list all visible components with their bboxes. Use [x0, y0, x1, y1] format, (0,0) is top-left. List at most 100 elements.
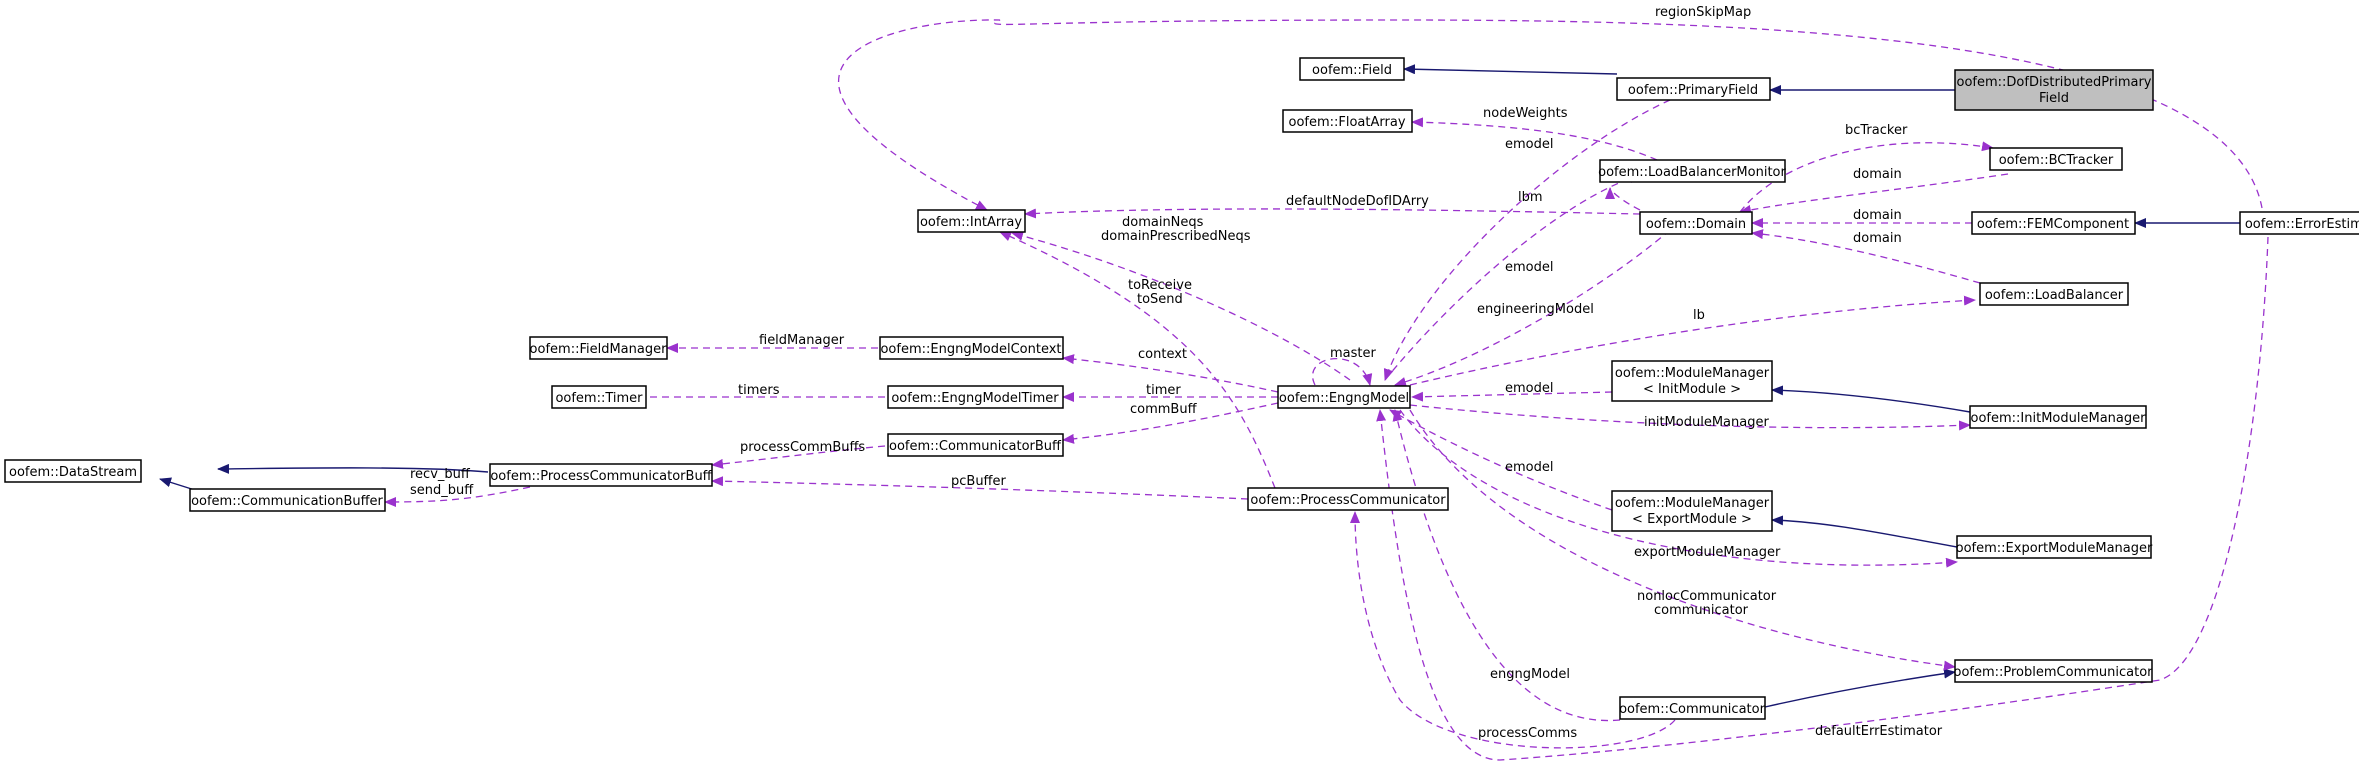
edge-pcbuffer: [711, 476, 1249, 500]
label-emodel: emodel: [1505, 137, 1553, 152]
edge-commbuff: [1062, 402, 1279, 444]
label-engineeringmodel: engineeringModel: [1477, 302, 1594, 317]
edge-communicator-to-probcomm: [1764, 668, 1956, 708]
node-label: oofem::InitModuleManager: [1971, 411, 2147, 426]
node-label: oofem::ProcessCommunicator: [1250, 493, 1446, 508]
label-defaulterrestimator: defaultErrEstimator: [1815, 724, 1943, 739]
node-label: oofem::EngngModelTimer: [891, 391, 1059, 406]
node-communicator[interactable]: oofem::Communicator: [1619, 696, 1766, 720]
node-label: oofem::Domain: [1646, 217, 1746, 232]
edge-defaultnodedof: [1024, 208, 1641, 219]
node-timer[interactable]: oofem::Timer: [551, 385, 647, 409]
label-nonloccommunicator: nonlocCommunicator: [1637, 589, 1777, 604]
node-communicationbuffer[interactable]: oofem::CommunicationBuffer: [189, 488, 386, 512]
node-engngmodelcontext[interactable]: oofem::EngngModelContext: [879, 336, 1064, 360]
edge-pcbuff-to-datastream: [217, 463, 489, 474]
edge-initmm-to-mminit: [1771, 385, 1971, 413]
label-commbuff: commBuff: [1130, 402, 1198, 417]
node-problemcommunicator[interactable]: oofem::ProblemCommunicator: [1953, 659, 2153, 683]
node-intarray[interactable]: oofem::IntArray: [917, 209, 1026, 233]
node-loadbalancer[interactable]: oofem::LoadBalancer: [1979, 282, 2129, 306]
node-label: oofem::ProcessCommunicatorBuff: [490, 469, 712, 484]
node-floatarray[interactable]: oofem::FloatArray: [1282, 109, 1413, 133]
edge-master: [1312, 358, 1373, 386]
node-dofdistributedprimaryfield[interactable]: oofem::DofDistributedPrimary Field: [1954, 69, 2154, 111]
node-loadbalancermonitor[interactable]: oofem::LoadBalancerMonitor: [1598, 159, 1787, 183]
node-engngmodeltimer[interactable]: oofem::EngngModelTimer: [887, 385, 1064, 409]
edge-domain-bctracker: [1739, 173, 2009, 215]
node-label: < ExportModule >: [1632, 512, 1752, 527]
nodes: oofem::Field oofem::PrimaryField oofem::…: [4, 57, 2359, 720]
edge-initmodulemanager: [1409, 404, 1971, 431]
edge-engineeringmodel: [1394, 229, 1671, 387]
edge-lb: [1409, 295, 1976, 386]
label-initmodulemanager: initModuleManager: [1644, 415, 1769, 430]
label-context: context: [1138, 347, 1187, 362]
label-domainprescribedneqs: domainPrescribedNeqs: [1101, 229, 1251, 244]
node-label: oofem::EngngModelContext: [880, 342, 1061, 357]
label-regionskipmap: regionSkipMap: [1655, 5, 1751, 20]
node-datastream[interactable]: oofem::DataStream: [4, 459, 142, 483]
node-processcommunicator[interactable]: oofem::ProcessCommunicator: [1247, 487, 1449, 511]
edge-exportmodulemanager: [1399, 409, 1958, 568]
label-recvbuff: recv_buff: [410, 467, 471, 482]
node-label: oofem::BCTracker: [1999, 153, 2114, 168]
node-label: oofem::FloatArray: [1288, 115, 1405, 130]
node-label: oofem::CommunicatorBuff: [889, 439, 1062, 454]
node-exportmodulemanager[interactable]: oofem::ExportModuleManager: [1956, 535, 2153, 559]
node-domain[interactable]: oofem::Domain: [1639, 211, 1753, 235]
node-label: oofem::CommunicationBuffer: [191, 494, 383, 509]
node-field[interactable]: oofem::Field: [1299, 57, 1405, 81]
edge-exportmm-to-mmexport: [1771, 515, 1958, 548]
label-tosend: toSend: [1137, 292, 1183, 307]
node-bctracker[interactable]: oofem::BCTracker: [1989, 147, 2123, 171]
edge-engngmodel: [1392, 409, 1621, 722]
node-initmodulemanager[interactable]: oofem::InitModuleManager: [1969, 405, 2147, 429]
label-domainneqs: domainNeqs: [1122, 215, 1204, 230]
edge-bctracker: [1739, 141, 1994, 213]
node-engngmodel[interactable]: oofem::EngngModel: [1277, 385, 1411, 409]
node-processcommunicatorbuff[interactable]: oofem::ProcessCommunicatorBuff: [489, 463, 713, 487]
label-domain: domain: [1853, 208, 1902, 223]
node-modulemanager-initmodule[interactable]: oofem::ModuleManager < InitModule >: [1611, 360, 1773, 402]
edge-toreceive: [999, 231, 1276, 489]
label-fieldmanager: fieldManager: [759, 333, 845, 348]
node-label: oofem::DofDistributedPrimary: [1957, 75, 2152, 90]
node-communicatorbuff[interactable]: oofem::CommunicatorBuff: [887, 433, 1064, 457]
node-label: oofem::ProblemCommunicator: [1953, 665, 2153, 680]
edge-primary-to-field: [1403, 64, 1618, 75]
node-fieldmanager[interactable]: oofem::FieldManager: [529, 336, 668, 360]
label-timers: timers: [738, 383, 780, 398]
node-label: < InitModule >: [1643, 382, 1741, 397]
node-label: oofem::FEMComponent: [1977, 217, 2129, 232]
node-label: oofem::ErrorEstimator: [2245, 217, 2359, 232]
label-lbm: lbm: [1518, 190, 1543, 205]
label-defaultnodedof: defaultNodeDofIDArry: [1286, 194, 1429, 209]
edge-emodel-primary: [1383, 99, 1671, 381]
node-femcomponent[interactable]: oofem::FEMComponent: [1971, 211, 2136, 235]
edges: [159, 19, 2269, 761]
node-label: oofem::FieldManager: [530, 342, 668, 357]
label-exportmodulemanager: exportModuleManager: [1634, 545, 1781, 560]
edge-sendbuff: [384, 486, 531, 507]
edge-lbm: [1605, 187, 1641, 211]
edge-labels: regionSkipMap nodeWeights emodel bcTrack…: [410, 5, 1943, 741]
node-label: oofem::IntArray: [920, 215, 1022, 230]
label-domain: domain: [1853, 167, 1902, 182]
node-modulemanager-exportmodule[interactable]: oofem::ModuleManager < ExportModule >: [1611, 490, 1773, 532]
node-label: oofem::ModuleManager: [1615, 366, 1770, 381]
node-primaryfield[interactable]: oofem::PrimaryField: [1616, 77, 1771, 101]
node-label: oofem::LoadBalancerMonitor: [1598, 165, 1786, 180]
node-label: oofem::Communicator: [1619, 702, 1766, 717]
node-label: oofem::LoadBalancer: [1985, 288, 2124, 303]
node-label: oofem::PrimaryField: [1628, 83, 1758, 98]
label-nodeweights: nodeWeights: [1483, 106, 1568, 121]
label-emodel: emodel: [1505, 381, 1553, 396]
node-errorestimator[interactable]: oofem::ErrorEstimator: [2239, 211, 2359, 235]
edge-nodeweights: [1411, 117, 1658, 161]
label-domain: domain: [1853, 231, 1902, 246]
node-label: Field: [2039, 91, 2069, 106]
node-label: oofem::EngngModel: [1279, 391, 1409, 406]
edge-emodel-lbmonitor: [1384, 173, 1641, 381]
